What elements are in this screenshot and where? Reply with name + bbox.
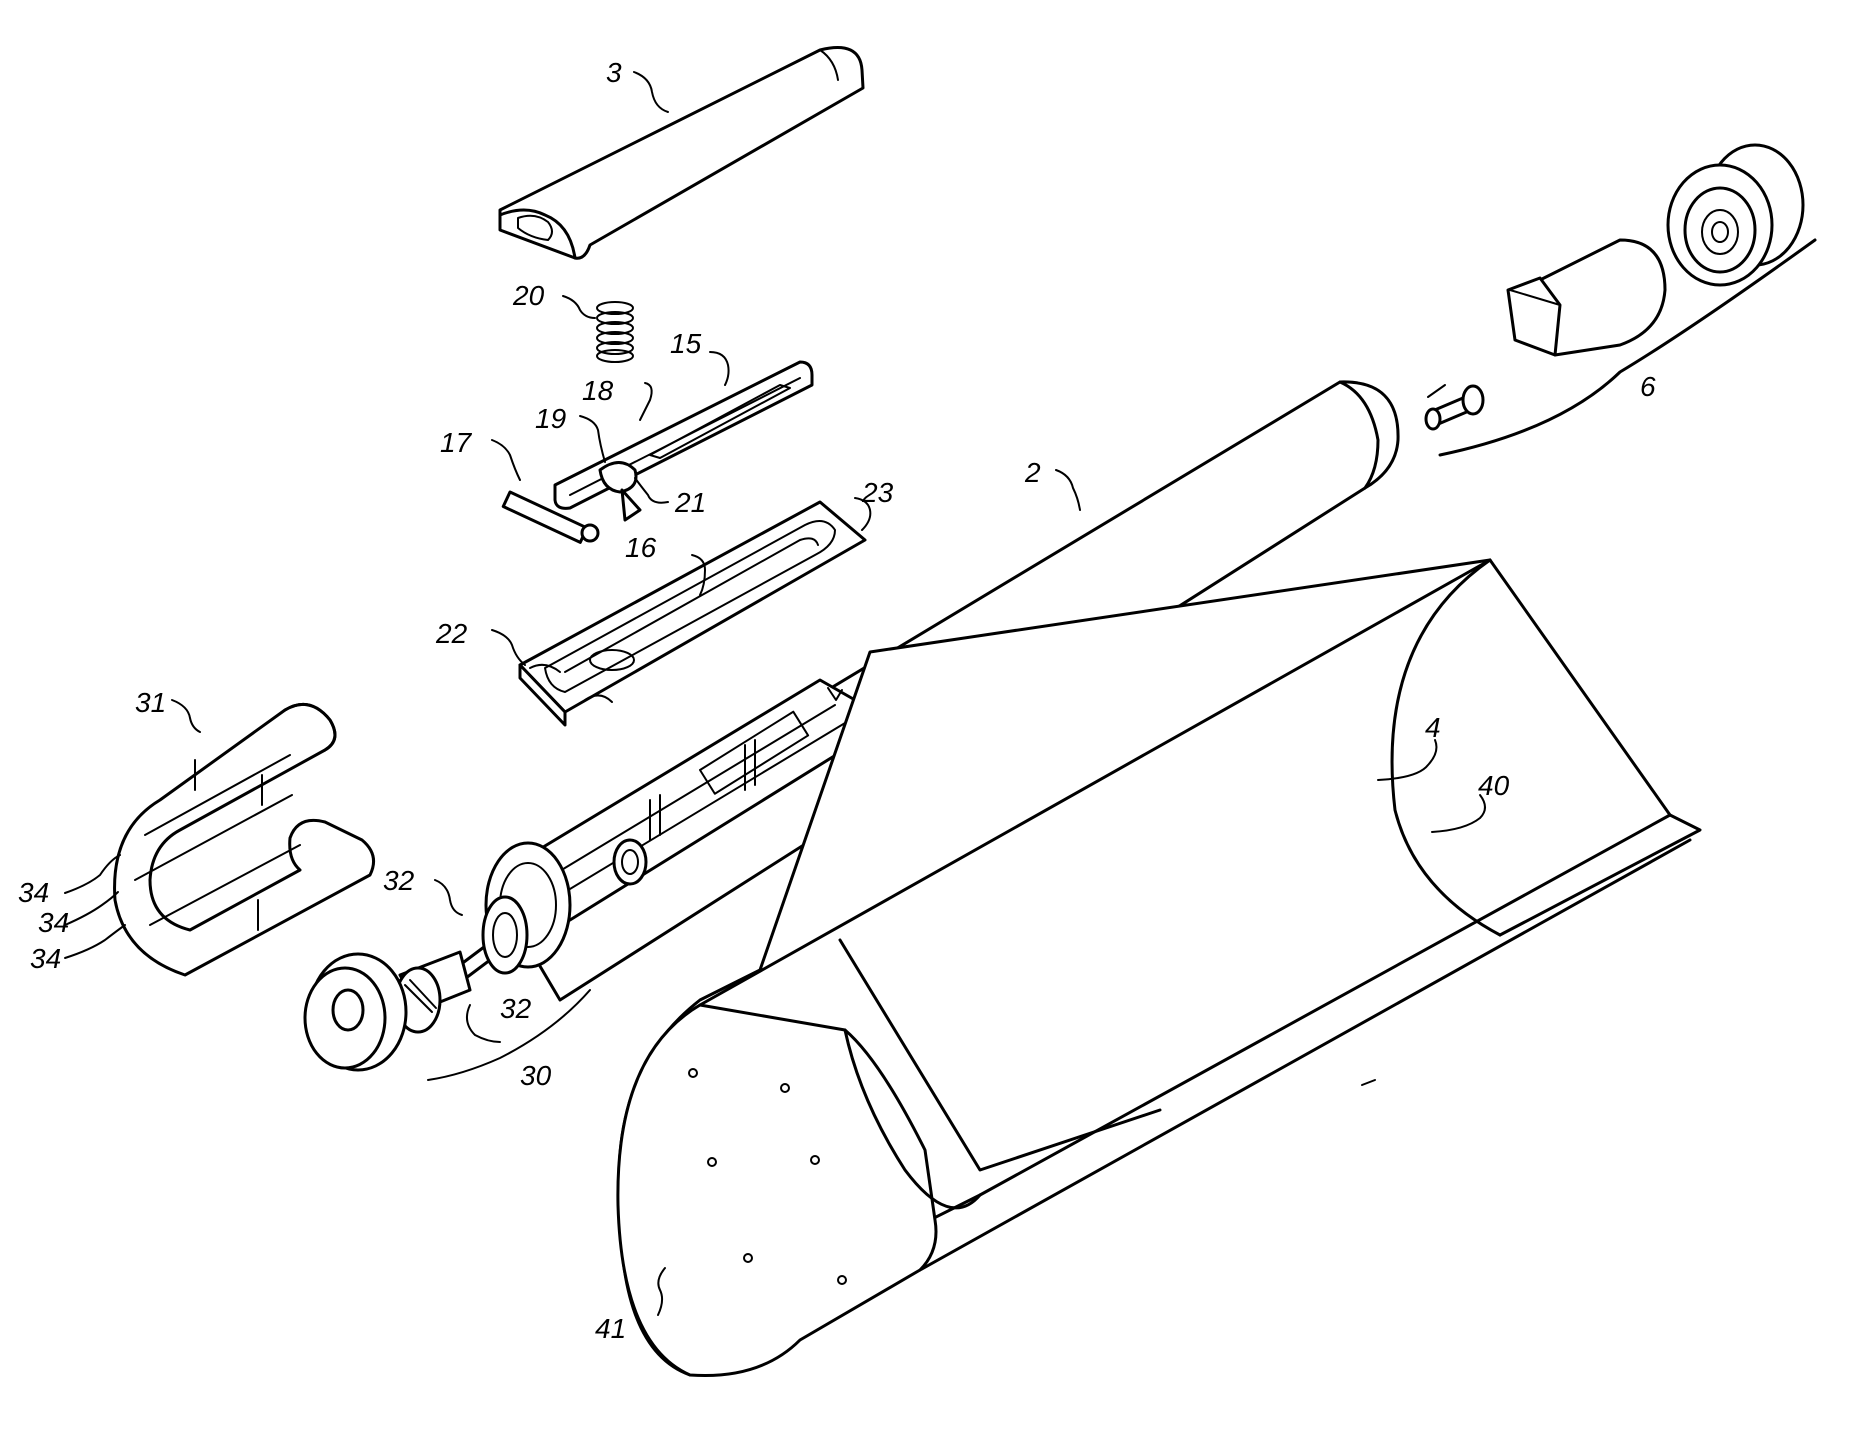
label-17: 17 [440,427,473,458]
label-20: 20 [512,280,545,311]
label-6: 6 [1640,371,1656,402]
label-15: 15 [670,328,702,359]
top-cover-part [500,48,863,259]
label-3: 3 [606,57,622,88]
split-sleeve-part [115,704,374,975]
outer-shell-part [618,560,1700,1376]
label-22: 22 [435,618,468,649]
label-18: 18 [582,375,614,406]
label-2: 2 [1024,457,1041,488]
label-30: 30 [520,1060,552,1091]
label-32-a: 32 [383,865,415,896]
spring-part [597,302,633,362]
actuator-bar-part [503,362,812,542]
label-41: 41 [595,1313,626,1344]
end-cap-parts [1426,145,1815,455]
label-31: 31 [135,687,166,718]
label-16: 16 [625,532,657,563]
label-23: 23 [861,477,894,508]
label-19: 19 [535,403,566,434]
label-34-c: 34 [30,943,61,974]
label-21: 21 [674,487,706,518]
label-34-a: 34 [18,877,49,908]
plunger-assembly-part [305,897,527,1070]
label-4: 4 [1425,712,1441,743]
label-34-b: 34 [38,907,69,938]
label-32-b: 32 [500,993,532,1024]
label-40: 40 [1478,770,1510,801]
